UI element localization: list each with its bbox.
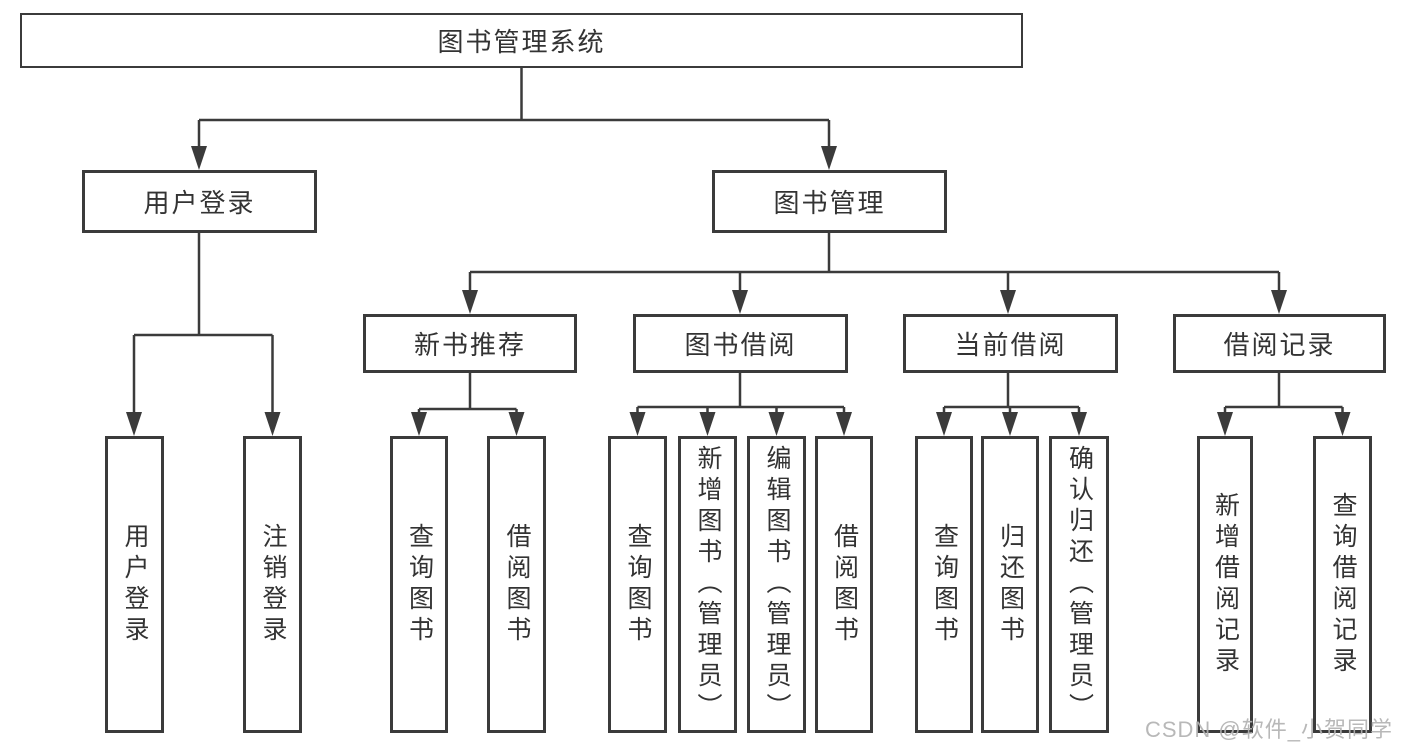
watermark: CSDN @软件_小贺同学 [1144,717,1393,742]
arrow-down-icon [191,146,207,170]
node-user-login: 用户登录 [82,170,317,233]
node-book-management: 图书管理 [712,170,947,233]
node-current-borrowing: 当前借阅 [903,314,1118,373]
node-borrowing-records: 借阅记录 [1173,314,1386,373]
arrow-down-icon [629,412,646,436]
arrow-down-icon [936,412,952,436]
arrow-down-icon [411,412,427,436]
leaf-user-login: 用户登录 [105,436,164,733]
leaf-logout-label: 注销登录 [259,522,287,647]
leaf-add-book-admin-label: 新增图书（管理员） [694,445,722,724]
arrow-down-icon [1071,412,1087,436]
leaf-query-books-borrowing: 查询图书 [608,436,667,733]
node-current-borrowing-label: 当前借阅 [954,330,1067,360]
leaf-query-books-recommend-label: 查询图书 [405,522,434,647]
arrow-down-icon [836,412,852,436]
leaf-edit-book-admin-label: 编辑图书（管理员） [763,445,791,724]
arrow-down-icon [508,412,525,436]
leaf-add-book-admin: 新增图书（管理员） [678,436,737,733]
node-root-system-label: 图书管理系统 [437,27,606,57]
arrow-down-icon [264,412,281,436]
arrow-down-icon [1217,412,1233,436]
arrow-down-icon [821,146,837,170]
node-user-login-label: 用户登录 [143,188,256,218]
node-borrowing-records-label: 借阅记录 [1223,330,1336,360]
leaf-edit-book-admin: 编辑图书（管理员） [747,436,806,733]
leaf-query-books-current-label: 查询图书 [930,522,959,647]
node-book-borrowing: 图书借阅 [633,314,848,373]
leaf-query-borrow-record: 查询借阅记录 [1313,436,1372,733]
leaf-query-books-current: 查询图书 [915,436,973,733]
arrow-down-icon [699,412,716,436]
arrow-down-icon [1271,290,1287,314]
node-new-book-recommend: 新书推荐 [363,314,577,373]
leaf-borrow-books-recommend: 借阅图书 [487,436,546,733]
leaf-confirm-return-admin-label: 确认归还（管理员） [1065,445,1094,724]
leaf-add-borrow-record-label: 新增借阅记录 [1211,491,1240,678]
arrow-down-icon [1002,412,1018,436]
leaf-borrow-books-recommend-label: 借阅图书 [503,522,531,647]
leaf-borrow-books-borrowing: 借阅图书 [815,436,873,733]
leaf-borrow-books-borrowing-label: 借阅图书 [830,522,859,647]
leaf-query-books-borrowing-label: 查询图书 [624,522,652,647]
leaf-return-books: 归还图书 [981,436,1039,733]
arrow-down-icon [462,290,478,314]
arrow-down-icon [126,412,142,436]
node-book-borrowing-label: 图书借阅 [684,330,797,360]
leaf-logout: 注销登录 [243,436,302,733]
leaf-user-login-label: 用户登录 [121,522,149,647]
arrow-down-icon [1334,412,1351,436]
node-book-management-label: 图书管理 [773,188,886,218]
arrow-down-icon [732,290,748,314]
leaf-confirm-return-admin: 确认归还（管理员） [1049,436,1109,733]
leaf-return-books-label: 归还图书 [996,522,1025,647]
leaf-add-borrow-record: 新增借阅记录 [1197,436,1253,733]
arrow-down-icon [1000,290,1016,314]
leaf-query-books-recommend: 查询图书 [390,436,448,733]
node-new-book-recommend-label: 新书推荐 [413,330,526,360]
arrow-down-icon [768,412,785,436]
node-root-system: 图书管理系统 [20,13,1023,68]
leaf-query-borrow-record-label: 查询借阅记录 [1329,491,1357,678]
